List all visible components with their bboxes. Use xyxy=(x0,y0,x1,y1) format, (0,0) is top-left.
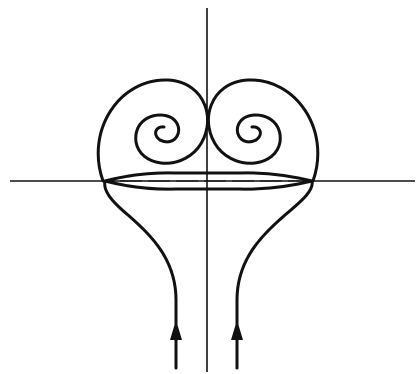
plate xyxy=(105,173,312,189)
vortex-left xyxy=(98,80,207,181)
flow-arrow-left xyxy=(170,320,182,340)
flow-line-right xyxy=(237,181,312,368)
vortex-right xyxy=(208,80,317,181)
flow-arrow-right xyxy=(231,320,243,340)
flow-line-left xyxy=(105,181,176,368)
